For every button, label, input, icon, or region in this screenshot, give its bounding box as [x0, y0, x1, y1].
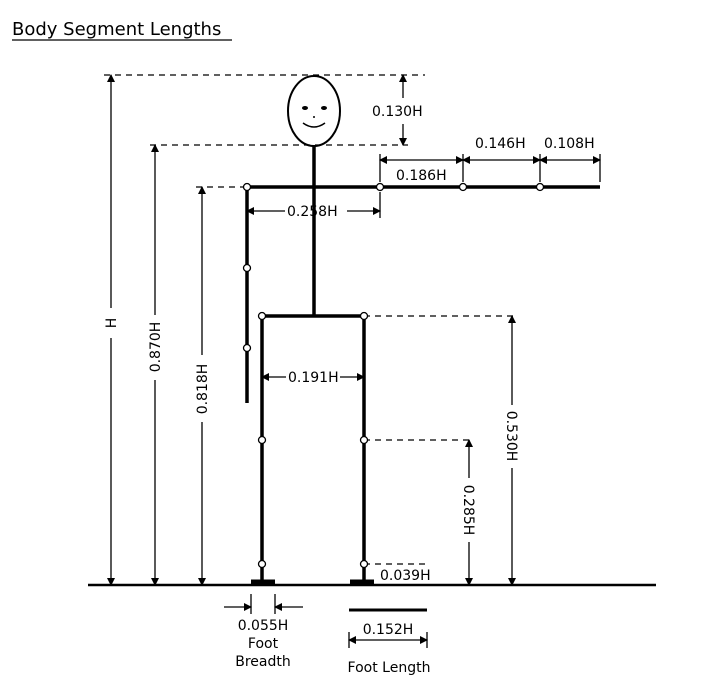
stick-figure	[245, 75, 600, 585]
right-knee-joint	[359, 435, 369, 445]
hand-label: 0.108H	[544, 136, 595, 152]
left-eye	[302, 106, 308, 110]
foot-length-value-label: 0.152H	[363, 622, 414, 638]
dimension-lines	[107, 74, 601, 648]
shoulder-width-label: 0.258H	[287, 204, 338, 220]
head-height-label: 0.130H	[372, 104, 423, 120]
right-hip-joint	[359, 311, 369, 321]
foot-length-caption-label: Foot Length	[348, 660, 431, 676]
left-elbow-joint	[242, 263, 252, 273]
elbow-joint	[458, 182, 468, 192]
dimension-labels: 0.130H 0.186H 0.146H 0.108H 0.258H 0.191…	[104, 104, 595, 676]
knee-height-label: 0.285H	[460, 485, 476, 536]
foot-breadth-word1-label: Foot	[248, 636, 279, 652]
hip-width-label: 0.191H	[288, 370, 339, 386]
foot-breadth-word2-label: Breadth	[235, 654, 291, 670]
ankle-height-label: 0.039H	[380, 568, 431, 584]
face	[302, 106, 327, 128]
left-wrist-joint	[242, 343, 252, 353]
shoulder-height-label: 0.870H	[148, 322, 164, 373]
head	[287, 75, 341, 147]
right-shoulder-joint	[375, 182, 385, 192]
foot-breadth-value-label: 0.055H	[238, 618, 289, 634]
total-height-label: H	[104, 318, 120, 329]
right-eye	[321, 106, 327, 110]
right-ankle-joint	[359, 559, 369, 569]
upper-arm-label: 0.186H	[396, 168, 447, 184]
diagram-title: Body Segment Lengths	[12, 19, 221, 40]
left-ankle-joint	[257, 559, 267, 569]
nose	[313, 116, 315, 118]
hip-height-label: 0.530H	[503, 411, 519, 462]
left-shoulder-joint	[242, 182, 252, 192]
reference-dashes	[104, 74, 517, 565]
mouth	[302, 122, 326, 128]
left-knee-joint	[257, 435, 267, 445]
shoulder-width-height-label: 0.818H	[195, 364, 211, 415]
left-hip-joint	[257, 311, 267, 321]
forearm-label: 0.146H	[475, 136, 526, 152]
joints	[242, 182, 545, 569]
wrist-joint	[535, 182, 545, 192]
